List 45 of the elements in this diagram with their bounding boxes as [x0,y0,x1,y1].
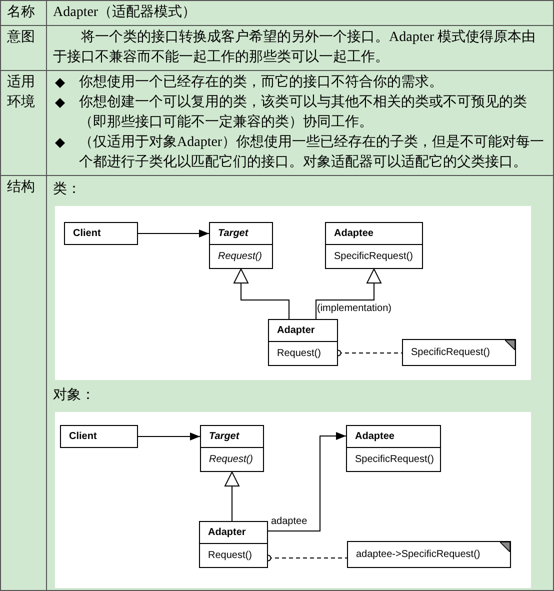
inheritance-arrow [316,268,382,320]
class-name: Client [73,226,101,240]
class-box [199,521,268,568]
class-box [268,319,338,366]
method-name: Request() [208,548,252,562]
intent-text: 将一个类的接口转换成客户希望的另外一个接口。Adapter 模式使得原本由于接口不兼容而不能一起工作的那些类可以一起工作。 [53,28,537,67]
class-box [325,222,423,269]
note-box [347,541,511,568]
row-header: 结构 [7,180,35,195]
note-box [402,339,516,366]
inheritance-arrow [234,268,290,320]
note-text: adaptee->SpecificRequest() [356,548,480,562]
method-name: Request() [209,452,253,466]
bullet-text: 你想使用一个已经存在的类，而它的接口不符合你的需求。 [79,73,443,92]
class-name: Client [69,430,97,444]
edge-label: (implementation) [317,303,392,315]
class-name: Target [209,430,240,444]
method-name: Request() [218,250,262,264]
class-box [64,222,138,245]
bullet-text: （仅适用于对象Adapter）你想使用一些已经存在的子类，但是不可能对每一个都进行子类化以匹配它们的接口。对象适配器可以适配它的父类接口。 [79,133,546,172]
method-name: SpecificRequest() [334,250,413,264]
pattern-name: Adapter（适配器模式） [53,5,196,20]
inheritance-arrow [224,472,240,522]
edge-label: adaptee [271,516,308,528]
method-name: SpecificRequest() [355,452,434,466]
class-box [346,425,441,472]
method-name: Request() [277,346,321,360]
class-name: Adapter [277,324,315,338]
class-name: Target [218,226,248,240]
section-label: 类： [53,180,82,199]
note-text: SpecificRequest() [411,346,490,360]
row-header: 适用环境 [7,75,35,110]
row-header: 意图 [7,30,35,45]
class-box [209,222,273,269]
association-arrow [268,432,346,532]
association-arrow [138,230,210,238]
row-header: 名称 [7,5,35,20]
class-name: Adaptee [355,430,394,444]
bullet-text: 你想创建一个可以复用的类，该类可以与其他不相关的类或不可预见的类（即那些接口可能不一定兼容的类）协同工作。 [79,93,528,132]
class-name: Adaptee [334,226,374,240]
section-label: 对象： [53,386,96,405]
class-name: Adapter [208,526,246,540]
class-box [60,425,138,448]
association-arrow [138,432,200,440]
class-box [200,425,264,472]
